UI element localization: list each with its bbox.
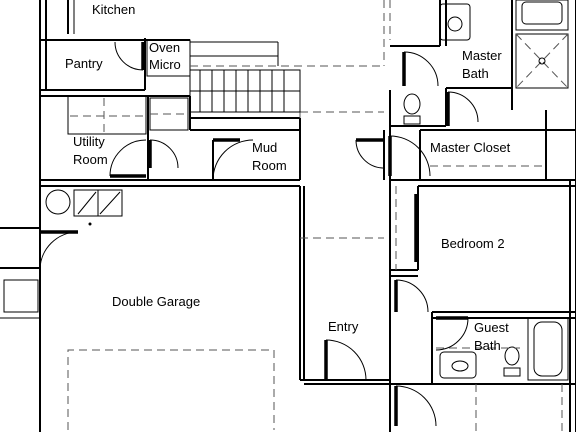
room-label-master-closet: Master Closet — [430, 140, 511, 155]
room-label-micro: Micro — [149, 57, 181, 72]
doors — [39, 41, 479, 427]
room-label-master-bath-2: Bath — [462, 66, 489, 81]
room-label-mud-2: Room — [252, 158, 287, 173]
room-label-guest-bath-1: Guest — [474, 320, 509, 335]
room-label-mud-1: Mud — [252, 140, 277, 155]
room-label-guest-bath-2: Bath — [474, 338, 501, 353]
staircase — [189, 69, 301, 113]
room-label-oven: Oven — [149, 40, 180, 55]
room-label-pantry: Pantry — [65, 56, 103, 71]
room-label-master-bath-1: Master — [462, 48, 502, 63]
room-label-utility-1: Utility — [73, 134, 105, 149]
room-label-bedroom-2: Bedroom 2 — [441, 236, 505, 251]
room-label-double-garage: Double Garage — [112, 294, 200, 309]
room-label-utility-2: Room — [73, 152, 108, 167]
room-label-kitchen: Kitchen — [92, 2, 135, 17]
room-label-entry: Entry — [328, 319, 359, 334]
